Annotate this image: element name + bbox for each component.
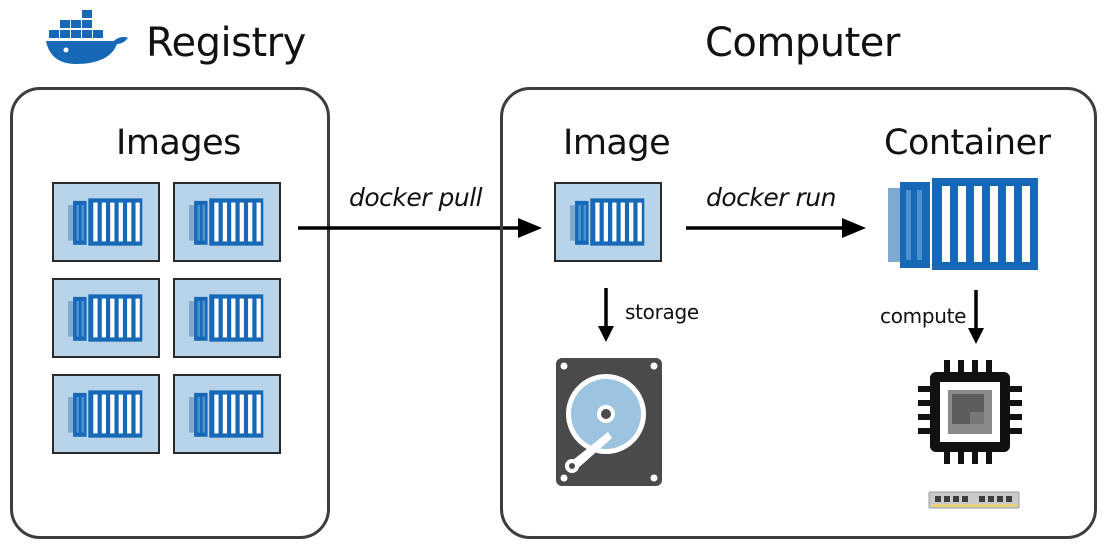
container-image-icon [68,198,143,246]
container-image-icon [189,294,264,342]
container-image-icon [189,390,264,438]
registry-image-3 [52,278,160,358]
registry-image-2 [173,182,281,262]
storage-arrow [598,288,614,342]
registry-image-1 [52,182,160,262]
docker-pull-label: docker pull [349,183,483,212]
registry-image-4 [173,278,281,358]
image-heading: Image [563,123,671,163]
hard-drive-icon [556,358,662,486]
registry-image-5 [52,374,160,454]
storage-label: storage [625,300,699,324]
docker-whale-icon [46,10,128,64]
images-heading: Images [116,123,241,163]
container-heading: Container [884,123,1051,163]
container-image-icon [570,198,645,246]
cpu-chip-icon [918,360,1022,464]
pull-arrow [298,218,542,238]
docker-logo [44,6,130,66]
run-arrow [686,218,866,238]
registry-panel [10,87,330,539]
computer-panel [500,87,1097,539]
container-image-icon [189,198,264,246]
shipping-container-icon [888,178,1038,270]
registry-image-6 [173,374,281,454]
compute-arrow [968,290,984,344]
computer-title: Computer [705,20,900,66]
container-image-icon [68,294,143,342]
compute-label: compute [880,304,967,328]
memory-module-icon [928,491,1020,509]
registry-title: Registry [146,20,306,66]
container-image-icon [68,390,143,438]
local-image [554,182,662,262]
docker-run-label: docker run [706,183,836,212]
